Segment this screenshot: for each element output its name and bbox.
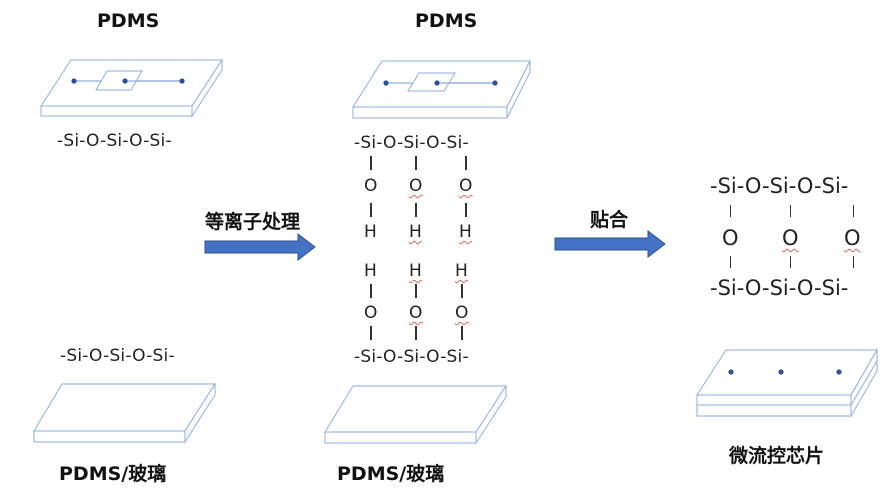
microfluidic-chip-label: 微流控芯片 (729, 445, 825, 467)
port-dot (122, 78, 128, 84)
hydrogen-atom: H (409, 261, 422, 281)
port-dot (728, 369, 734, 375)
pdms-glass-label-2: PDMS/玻璃 (337, 463, 445, 485)
oxygen-atom: O (455, 303, 469, 323)
hydrogen-atom: H (455, 261, 468, 281)
hydrogen-atom: H (409, 222, 422, 242)
bond-line (415, 156, 417, 170)
port-dot (778, 369, 784, 375)
hydrogen-atom: H (364, 261, 377, 281)
siloxane-chain-1-top: -Si-O-Si-O-Si- (57, 131, 172, 151)
bond-line (415, 284, 417, 298)
bonding-label: 贴合 (590, 209, 629, 231)
bond-line (370, 284, 372, 298)
bond-line (461, 284, 463, 298)
oxygen-atom: O (409, 176, 423, 196)
bridging-oxygen: O (722, 226, 739, 250)
bond-line (461, 326, 463, 340)
bond-line (415, 203, 417, 217)
oxygen-atom: O (364, 176, 378, 196)
bond-line (370, 203, 372, 217)
port-dot (383, 80, 389, 86)
port-dot (179, 78, 185, 84)
microfluidic-chip (696, 348, 878, 418)
glass-slab-2 (324, 384, 507, 445)
channel-1 (71, 70, 185, 91)
siloxane-chain-3-top: -Si-O-Si-O-Si- (710, 174, 849, 198)
oxygen-atom: O (459, 176, 473, 196)
bridging-oxygen: O (782, 226, 799, 250)
port-dot (71, 78, 77, 84)
bond-line (370, 326, 372, 340)
oxygen-atom: O (409, 303, 423, 323)
pdms-title-2: PDMS (415, 10, 478, 32)
bond-line (370, 156, 372, 170)
pdms-glass-label-1: PDMS/玻璃 (59, 463, 167, 485)
glass-slab-1 (33, 382, 216, 444)
channel-2 (383, 72, 498, 92)
right-arrow-icon-2 (554, 229, 666, 259)
siloxane-chain-2-top: -Si-O-Si-O-Si- (354, 133, 469, 153)
right-arrow-icon-1 (204, 232, 316, 262)
siloxane-chain-1-bottom: -Si-O-Si-O-Si- (60, 346, 175, 366)
port-dot (836, 369, 842, 375)
oxygen-atom: O (364, 303, 378, 323)
bond-line (730, 205, 731, 217)
plasma-treatment-label: 等离子处理 (205, 211, 301, 233)
port-dot (492, 80, 498, 86)
bridging-oxygen: O (844, 226, 861, 250)
bond-line (853, 256, 854, 268)
bond-line (465, 156, 467, 170)
bond-line (730, 256, 731, 268)
bond-line (853, 205, 854, 217)
hydrogen-atom: H (459, 222, 472, 242)
bond-line (465, 203, 467, 217)
siloxane-chain-3-bottom: -Si-O-Si-O-Si- (710, 276, 849, 300)
pdms-title-1: PDMS (97, 10, 160, 32)
bond-line (790, 256, 791, 268)
bond-line (415, 326, 417, 340)
port-dot (434, 80, 440, 86)
hydrogen-atom: H (364, 222, 377, 242)
siloxane-chain-2-bottom: -Si-O-Si-O-Si- (354, 347, 469, 367)
bond-line (790, 205, 791, 217)
